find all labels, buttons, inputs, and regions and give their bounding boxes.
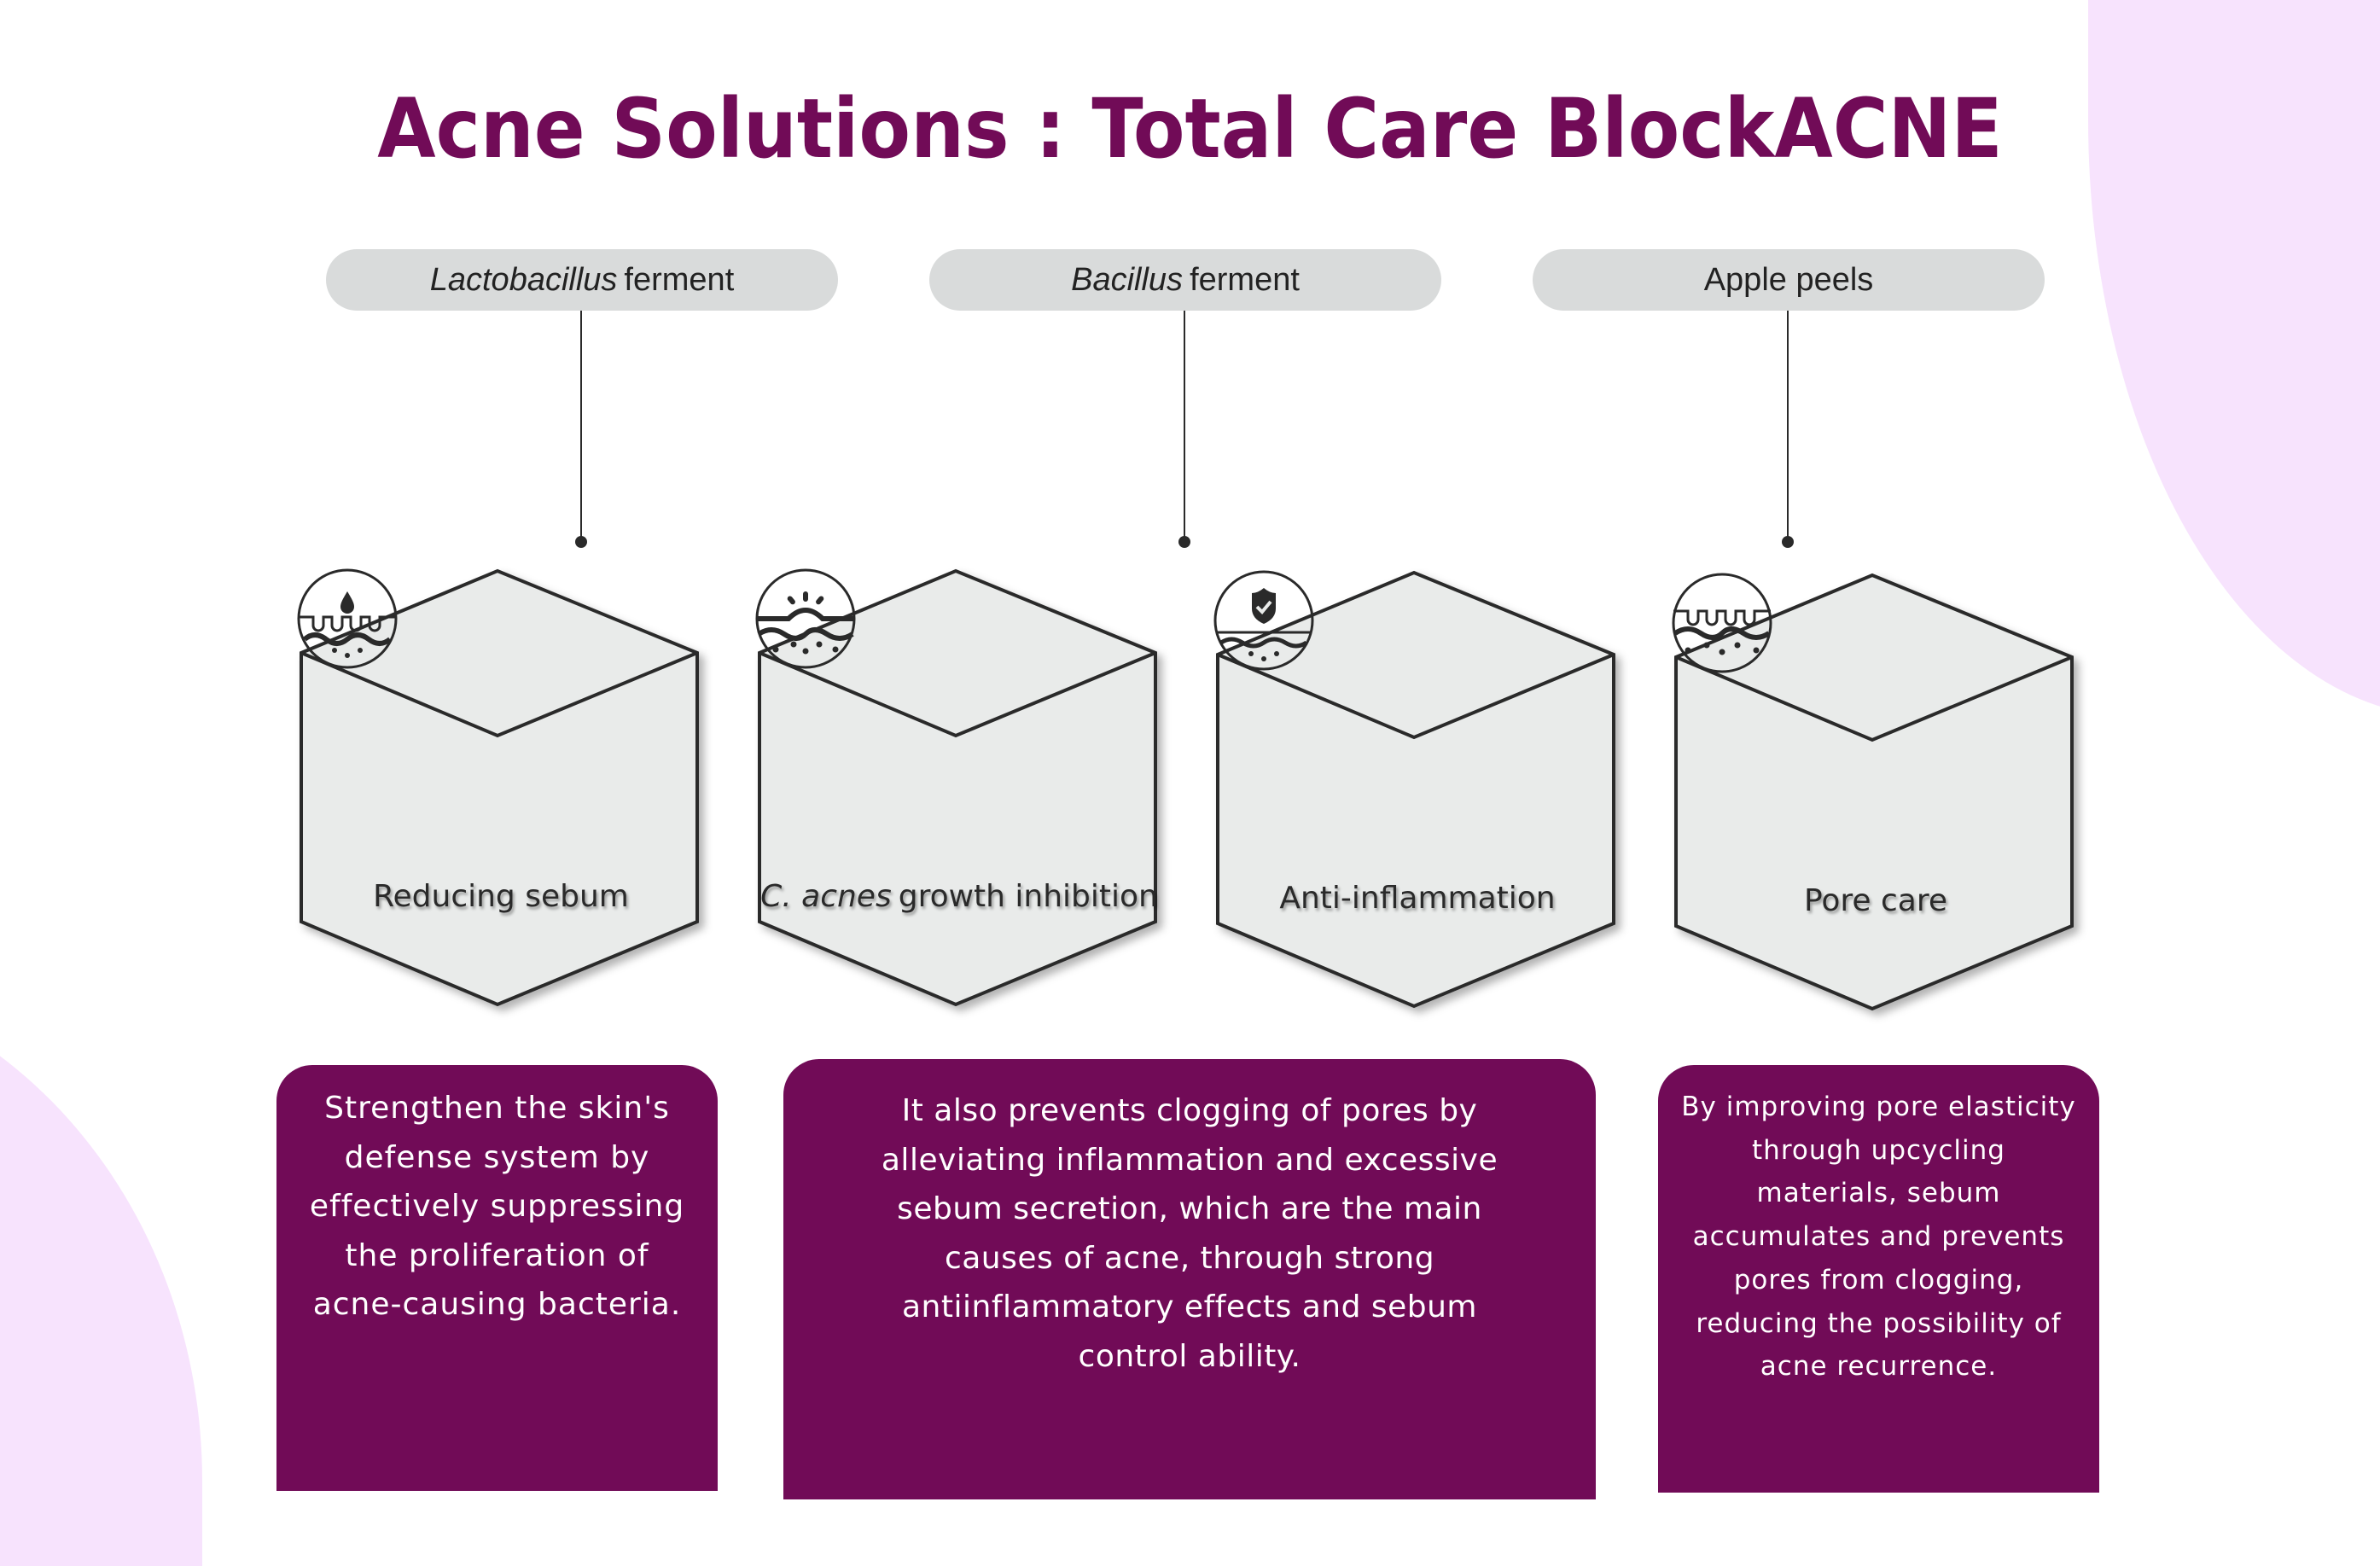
cube-shape (1216, 570, 1615, 1009)
decorative-blob-bottom-left (0, 969, 202, 1566)
connector-dot (1782, 536, 1794, 548)
ingredient-text: ferment (624, 261, 735, 298)
ingredient-pill-lactobacillus: Lactobacillus ferment (326, 249, 838, 311)
connector-line (580, 311, 582, 541)
ingredient-text: ferment (1190, 261, 1300, 298)
cube-shape (1674, 573, 2074, 1011)
shield-check-skin-icon (1213, 570, 1314, 671)
connector-dot (1178, 536, 1190, 548)
cube-shape (300, 568, 699, 1007)
description-box-apple-peels: By improving pore elasticity through upc… (1658, 1065, 2099, 1493)
connector-line (1184, 311, 1185, 541)
benefit-label: Reducing sebum (373, 879, 629, 914)
connector-dot (575, 536, 587, 548)
ingredient-pill-apple-peels: Apple peels (1533, 249, 2045, 311)
ingredient-italic: Lactobacillus (429, 261, 618, 298)
ingredient-text: Apple peels (1703, 261, 1874, 298)
page-title: Acne Solutions : Total Care BlockACNE (377, 81, 2003, 177)
cube-shape (758, 568, 1157, 1007)
connector-line (1787, 311, 1789, 541)
description-box-bacillus: It also prevents clogging of pores by al… (783, 1059, 1596, 1499)
benefit-cube: Anti-inflammation (1213, 569, 1622, 1013)
benefit-label: Pore care (1803, 883, 1948, 918)
description-box-lactobacillus: Strengthen the skin's defense system by … (276, 1065, 718, 1491)
benefit-label: Anti-inflammation (1279, 881, 1556, 916)
pore-skin-icon (1672, 573, 1772, 673)
benefit-cube: Reducing sebum (296, 568, 706, 1011)
ingredient-pill-bacillus: Bacillus ferment (929, 249, 1441, 311)
bacteria-inhibition-skin-icon (755, 568, 856, 669)
benefit-cube: Pore care (1671, 572, 2080, 1016)
sebum-drop-skin-icon (297, 568, 398, 669)
ingredient-italic: Bacillus (1071, 261, 1184, 298)
